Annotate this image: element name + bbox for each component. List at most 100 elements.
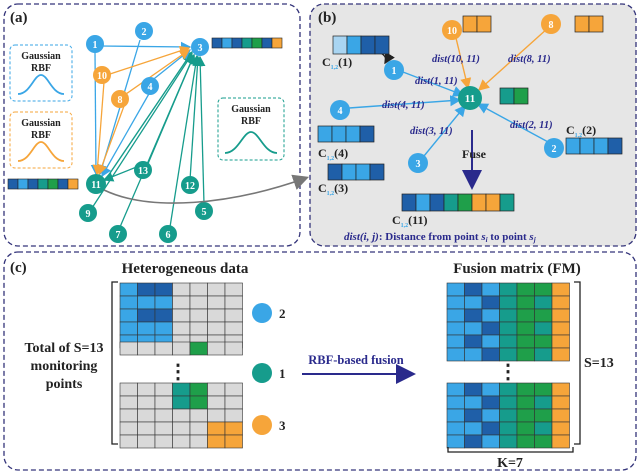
matrix-cell: [481, 382, 500, 397]
matrix-cell: [534, 434, 553, 449]
node-7: 7: [109, 225, 127, 243]
distance-label: dist(10, 11): [432, 54, 480, 65]
matrix-cell: [189, 382, 208, 397]
matrix-cell: [534, 408, 553, 423]
gaussian-curve-blue: [17, 74, 65, 95]
node-11: 11: [86, 174, 106, 194]
matrix-cell: [446, 282, 465, 297]
node-label: 4: [338, 106, 343, 117]
panel-b: (b): [309, 3, 637, 247]
panel-a-label: (a): [10, 10, 28, 26]
c-label-2: C1,2(2): [566, 123, 596, 139]
matrix-cell: [224, 408, 243, 423]
matrix-cell: [154, 421, 173, 436]
matrix-cell: [551, 421, 570, 436]
rbf-fusion-label: RBF-based fusion: [308, 353, 404, 367]
matrix-cell: [516, 321, 535, 336]
gaussian-curve-orange: [17, 141, 65, 162]
node-label: 9: [86, 209, 91, 220]
matrix-cell: [481, 321, 500, 336]
matrix-cell: [154, 308, 173, 323]
node-10: 10: [93, 66, 111, 84]
gaussian-label-line1: Gaussian: [21, 51, 61, 62]
node-label: 2: [142, 27, 147, 38]
matrix-cell: [207, 308, 226, 323]
node-b-3: 3: [408, 153, 428, 173]
matrix-cell: [464, 347, 483, 362]
matrix-cell: [481, 408, 500, 423]
matrix-cell: [499, 395, 518, 410]
right-bracket: [574, 281, 581, 445]
matrix-cell: [154, 382, 173, 397]
node-label: 12: [185, 181, 195, 192]
matrix-cell: [464, 334, 483, 349]
matrix-cell: [464, 434, 483, 449]
node-label: 8: [118, 95, 123, 106]
strip-4: [317, 125, 375, 143]
matrix-cell: [154, 295, 173, 310]
node-b-8: 8: [541, 14, 561, 34]
matrix-cell: [224, 295, 243, 310]
matrix-cell: [481, 295, 500, 310]
matrix-cell: [464, 295, 483, 310]
matrix-cell: [172, 408, 191, 423]
matrix-cell: [481, 347, 500, 362]
matrix-cell: [446, 382, 465, 397]
matrix-cell: [534, 282, 553, 297]
matrix-cell: [499, 434, 518, 449]
node-13: 13: [134, 161, 152, 179]
matrix-cell: [464, 382, 483, 397]
distance-labels: dist(10, 11) dist(8, 11) dist(1, 11) dis…: [382, 54, 553, 137]
matrix-cell: [137, 408, 156, 423]
matrix-cell: [207, 421, 226, 436]
legend-blue: 2: [252, 303, 286, 323]
matrix-cell: [172, 308, 191, 323]
matrix-cell: [154, 408, 173, 423]
gaussian-rbf-box-blue: Gaussian RBF: [9, 44, 73, 102]
node-label: 8: [549, 20, 554, 31]
matrix-cell: [499, 321, 518, 336]
fusion-ellipsis: ⋮: [498, 361, 518, 383]
matrix-cell: [446, 321, 465, 336]
matrix-cell: [534, 421, 553, 436]
c-labels: C1,2(1) C1,2(2) C1,2(4) C1,2(3) C1,2(11): [318, 55, 596, 229]
node-b-4: 4: [330, 100, 350, 120]
distance-label: dist(3, 11): [410, 126, 453, 137]
matrix-cell: [189, 321, 208, 336]
matrix-cell: [189, 282, 208, 297]
matrix-cell: [516, 421, 535, 436]
matrix-cell: [189, 308, 208, 323]
matrix-cell: [551, 408, 570, 423]
node-label: 4: [148, 82, 153, 93]
k-label: K=7: [497, 456, 523, 471]
matrix-cell: [551, 382, 570, 397]
link-arrow-a-to-b: [103, 174, 310, 204]
strip-8: [574, 15, 604, 33]
distance-label: dist(4, 11): [382, 100, 425, 111]
matrix-cell: [172, 321, 191, 336]
gaussian-label-line1: Gaussian: [231, 104, 271, 115]
panel-b-label: (b): [318, 10, 336, 26]
matrix-cell: [172, 341, 191, 356]
legend-label: 3: [279, 418, 286, 433]
strip-2: [565, 137, 623, 155]
matrix-cell: [499, 382, 518, 397]
matrix-cell: [516, 308, 535, 323]
total-label: Total of S=13 monitoring points: [24, 341, 103, 392]
matrix-cell: [119, 282, 138, 297]
matrix-cell: [207, 321, 226, 336]
edges-to-3: [91, 41, 206, 228]
feature-strip-3: [211, 37, 283, 49]
matrix-cell: [172, 395, 191, 410]
matrix-cell: [534, 321, 553, 336]
node-label: 2: [552, 144, 557, 155]
matrix-cell: [464, 308, 483, 323]
c-label-1: C1,2(1): [322, 55, 352, 71]
node-8: 8: [111, 90, 129, 108]
matrix-cell: [224, 395, 243, 410]
matrix-cell: [446, 347, 465, 362]
matrix-cell: [464, 321, 483, 336]
total-label-line: monitoring: [31, 359, 98, 374]
distance-definition: dist(i, j): Distance from point si to po…: [344, 231, 536, 244]
